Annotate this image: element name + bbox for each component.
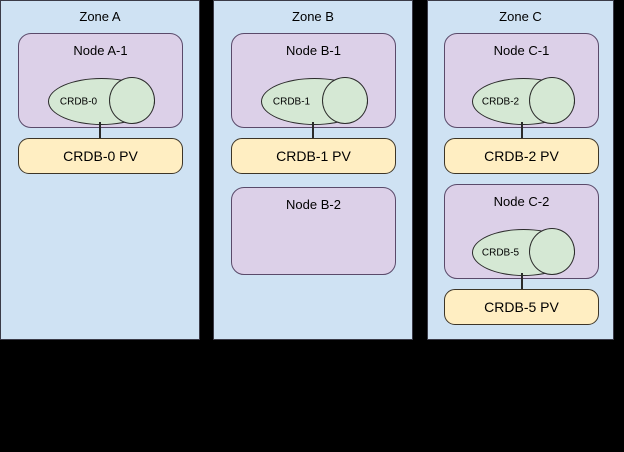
database-cylinder-crdb-2: CRDB-2 [472, 77, 575, 125]
node-box-a-1: Node A-1 CRDB-0 [18, 33, 183, 128]
volume-label: CRDB-2 PV [484, 147, 559, 164]
zone-container-b: Zone B Node B-1 CRDB-1 CRDB-1 PV Node B-… [213, 0, 413, 340]
zone-title: Zone B [292, 9, 334, 24]
volume-label: CRDB-1 PV [276, 147, 351, 164]
connector-crdb-0-to-pv [99, 122, 101, 139]
cylinder-end-cap [109, 77, 155, 124]
database-cylinder-crdb-5: CRDB-5 [472, 228, 575, 276]
cylinder-end-cap [529, 77, 575, 124]
zone-title: Zone C [499, 9, 542, 24]
zone-container-a: Zone A Node A-1 CRDB-0 CRDB-0 PV [0, 0, 200, 340]
database-cylinder-crdb-0: CRDB-0 [48, 77, 155, 125]
connector-crdb-5-to-pv [521, 273, 523, 290]
cylinder-end-cap [322, 77, 368, 124]
volume-box-crdb-0-pv: CRDB-0 PV [18, 138, 183, 174]
volume-box-crdb-2-pv: CRDB-2 PV [444, 138, 599, 174]
node-box-b-1: Node B-1 CRDB-1 [231, 33, 396, 128]
node-title: Node C-1 [493, 43, 550, 58]
node-title: Node A-1 [73, 43, 128, 58]
volume-box-crdb-5-pv: CRDB-5 PV [444, 289, 599, 325]
connector-crdb-1-to-pv [312, 122, 314, 139]
volume-label: CRDB-5 PV [484, 298, 559, 315]
node-box-b-2: Node B-2 [231, 187, 396, 275]
zone-title: Zone A [79, 9, 121, 24]
cylinder-end-cap [529, 228, 575, 275]
node-title: Node C-2 [493, 194, 550, 209]
node-title: Node B-2 [286, 197, 341, 212]
database-label: CRDB-0 [59, 96, 98, 107]
zone-container-c: Zone C Node C-1 CRDB-2 CRDB-2 PV Node C-… [427, 0, 614, 340]
connector-crdb-2-to-pv [521, 122, 523, 139]
database-cylinder-crdb-1: CRDB-1 [261, 77, 368, 125]
database-label: CRDB-1 [272, 96, 311, 107]
database-label: CRDB-5 [481, 247, 520, 258]
volume-box-crdb-1-pv: CRDB-1 PV [231, 138, 396, 174]
node-box-c-2: Node C-2 CRDB-5 [444, 184, 599, 279]
node-box-c-1: Node C-1 CRDB-2 [444, 33, 599, 128]
node-title: Node B-1 [286, 43, 341, 58]
database-label: CRDB-2 [481, 96, 520, 107]
volume-label: CRDB-0 PV [63, 147, 138, 164]
